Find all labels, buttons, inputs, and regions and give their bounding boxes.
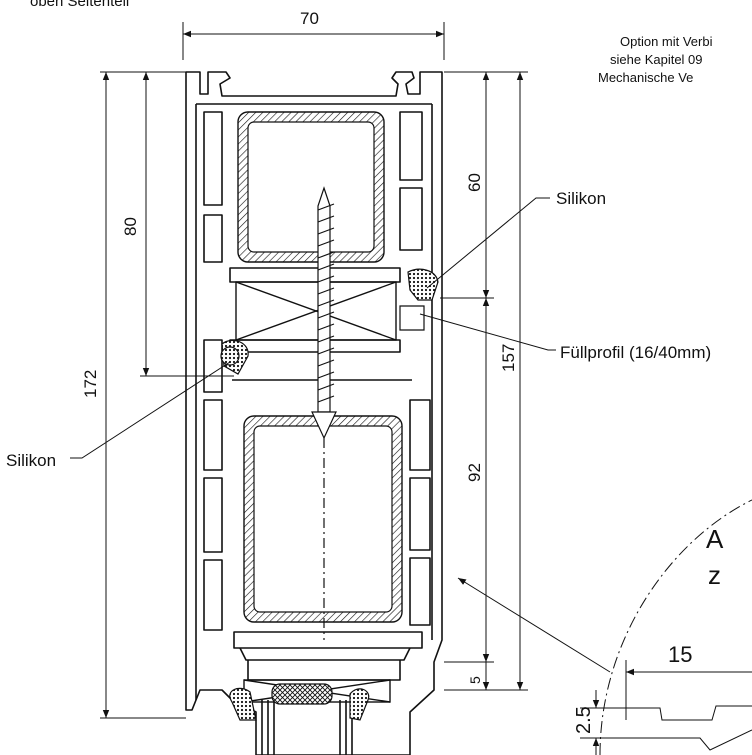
steel-reinforcement-lower [243, 415, 403, 623]
note-line-3: Mechanische Ve [598, 70, 693, 85]
dim-label-92: 92 [465, 463, 484, 482]
silicone-seals [220, 268, 439, 721]
dimension-left [100, 71, 234, 719]
callout-silikon-upper: Silikon [556, 189, 606, 208]
steel-reinforcement-upper [237, 111, 385, 263]
note-line-1: Option mit Verbi [620, 34, 713, 49]
filler-block [235, 281, 397, 341]
dim-label-2-5: 2.5 [573, 706, 595, 734]
detail-letter-z: z [708, 560, 721, 590]
callout-fuellprofil: Füllprofil (16/40mm) [560, 343, 711, 362]
dimension-width-70 [182, 22, 445, 60]
header-label: oben Seitenteil [30, 0, 129, 10]
detail-circle [457, 499, 752, 755]
dim-label-80: 80 [121, 217, 140, 236]
dim-label-157: 157 [499, 344, 518, 372]
leader-lines [70, 197, 556, 459]
frame-profile [185, 71, 443, 755]
dim-label-15: 15 [668, 642, 692, 667]
dimension-right [440, 71, 528, 691]
detail-letter-a: A [706, 524, 724, 554]
dim-label-172: 172 [81, 370, 100, 398]
dim-label-70: 70 [300, 9, 319, 28]
note-line-2: siehe Kapitel 09 [610, 52, 703, 67]
dim-label-60: 60 [465, 173, 484, 192]
callout-silikon-lower: Silikon [6, 451, 56, 470]
dim-label-5: 5 [467, 676, 483, 684]
screw [311, 186, 337, 640]
